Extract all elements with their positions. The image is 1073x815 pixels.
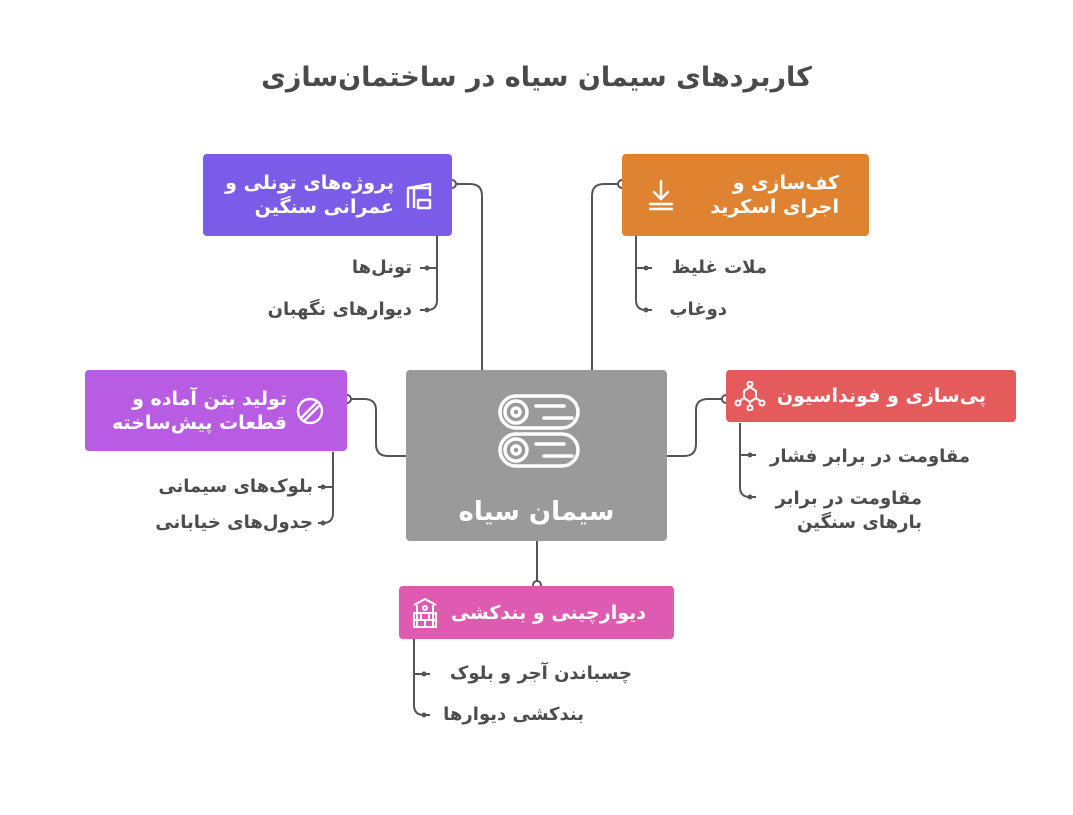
brick-well-icon — [412, 597, 437, 628]
floor-item-2: دوغاب — [669, 299, 727, 320]
masonry-item-1: چسباندن آجر و بلوک — [449, 663, 632, 684]
items-bracket-precast — [318, 452, 334, 524]
branch-masonry: دیوارچینی و بندکشی — [399, 586, 674, 639]
precast-disc-icon — [296, 397, 324, 424]
connector-foundation — [667, 398, 726, 457]
diagram-title: کاربردهای سیمان سیاه در ساختمان‌سازی — [261, 62, 812, 93]
connector-tunnel — [452, 183, 483, 370]
molecule-structure-icon — [734, 381, 766, 411]
branch-precast-label: تولید بتن آماده و قطعات پیش‌ساخته — [111, 387, 287, 434]
items-bracket-masonry — [413, 639, 430, 716]
items-bracket-tunnel — [420, 236, 438, 311]
precast-item-1: بلوک‌های سیمانی — [158, 476, 313, 497]
connector-precast — [347, 398, 406, 457]
connector-floor — [591, 183, 622, 370]
branch-precast: تولید بتن آماده و قطعات پیش‌ساخته — [85, 370, 347, 451]
cement-rolls-icon — [498, 394, 580, 468]
branch-foundation-label: پی‌سازی و فونداسیون — [776, 385, 986, 407]
level-down-arrow-icon — [648, 179, 674, 211]
branch-floor: کف‌سازی و اجرای اسکرید — [622, 154, 869, 236]
foundation-item-2: مقاومت در برابر بارهای سنگین — [775, 488, 922, 533]
tunnel-item-1: تونل‌ها — [351, 257, 412, 278]
tunnel-item-2: دیوارهای نگهبان — [267, 299, 412, 320]
floor-item-1: ملات غلیظ — [671, 257, 767, 278]
foundation-item-1: مقاومت در برابر فشار — [770, 446, 970, 467]
masonry-item-2: بندکشی دیوارها — [443, 704, 584, 725]
center-node: سیمان سیاه — [406, 370, 667, 541]
items-bracket-foundation — [739, 423, 756, 498]
branch-masonry-label: دیوارچینی و بندکشی — [450, 601, 646, 624]
construction-crane-icon — [406, 182, 432, 210]
items-bracket-floor — [635, 236, 652, 311]
precast-item-2: جدول‌های خیابانی — [155, 512, 313, 533]
branch-floor-label: کف‌سازی و اجرای اسکرید — [710, 172, 839, 218]
center-label: سیمان سیاه — [458, 497, 615, 527]
branch-tunnel-label: پروژه‌های تونلی و عمرانی سنگین — [225, 172, 394, 218]
branch-foundation: پی‌سازی و فونداسیون — [726, 370, 1016, 422]
branch-tunnel: پروژه‌های تونلی و عمرانی سنگین — [203, 154, 452, 236]
